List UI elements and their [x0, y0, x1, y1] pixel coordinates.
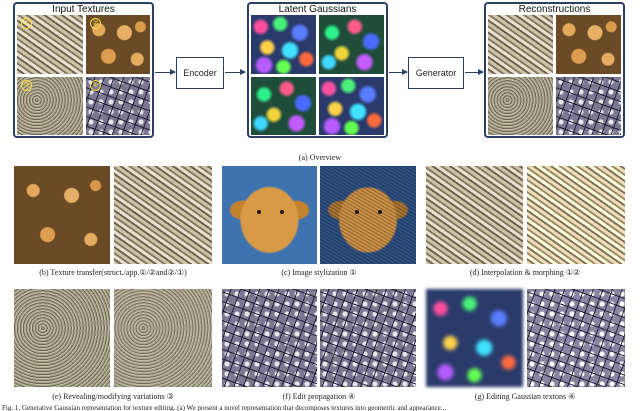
recon-texture-4	[555, 76, 622, 136]
c-stylized-image	[319, 165, 417, 265]
input-texture-4: ④	[85, 76, 151, 136]
marker-3: ③	[21, 80, 32, 91]
c-content-image	[221, 165, 318, 265]
figure-caption: Fig. 1. Generative Gaussian representati…	[2, 405, 447, 411]
caption-b: (b) Texture transfer(struct./app.①/②and②…	[39, 268, 187, 277]
reconstructions-title: Reconstructions	[518, 4, 591, 15]
marker-2: ②	[90, 18, 101, 29]
caption-e: (e) Revealing/modifying variations ③	[52, 392, 174, 401]
overview-caption: (a) Overview	[298, 153, 342, 162]
c-eye-right	[280, 210, 284, 214]
e-image-1	[13, 288, 111, 388]
latent-gaussians-title: Latent Gaussians	[278, 4, 357, 15]
d-image-1	[425, 165, 524, 265]
recon-texture-2	[555, 14, 622, 75]
b-image-1	[13, 165, 111, 265]
input-texture-2: ②	[85, 14, 151, 75]
generator-box: Generator	[408, 57, 464, 89]
input-textures-title: Input Textures	[52, 4, 115, 15]
marker-1: ①	[21, 18, 32, 29]
f-image-2	[319, 288, 417, 388]
arrow-to-generator	[389, 69, 408, 75]
input-texture-1: ①	[16, 14, 84, 75]
marker-4: ④	[90, 80, 101, 91]
b-image-2	[113, 165, 213, 265]
caption-c: (c) Image stylization ①	[281, 268, 357, 277]
d-image-2	[526, 165, 626, 265]
g-gaussian-image	[425, 288, 524, 388]
latent-gaussian-1	[250, 14, 317, 75]
arrow-to-latent	[225, 69, 246, 75]
f-image-1	[221, 288, 318, 388]
c-eye-left	[257, 210, 261, 214]
encoder-box: Encoder	[176, 57, 224, 89]
caption-g: (g) Editing Gaussian textons ④	[474, 392, 576, 401]
recon-texture-3	[487, 76, 554, 136]
c-eye-right-styl	[378, 210, 382, 214]
input-texture-3: ③	[16, 76, 84, 136]
arrow-to-encoder	[155, 69, 176, 75]
g-edited-image	[526, 288, 626, 388]
c-eye-left-styl	[355, 210, 359, 214]
latent-gaussian-2	[318, 14, 385, 75]
recon-texture-1	[487, 14, 554, 75]
latent-gaussian-3	[250, 76, 317, 136]
latent-gaussian-4	[318, 76, 385, 136]
e-image-2	[113, 288, 213, 388]
arrow-to-reconstructions	[465, 69, 484, 75]
caption-d: (d) Interpolation & morphing ①②	[469, 268, 581, 277]
caption-f: (f) Edit propagation ④	[282, 392, 356, 401]
